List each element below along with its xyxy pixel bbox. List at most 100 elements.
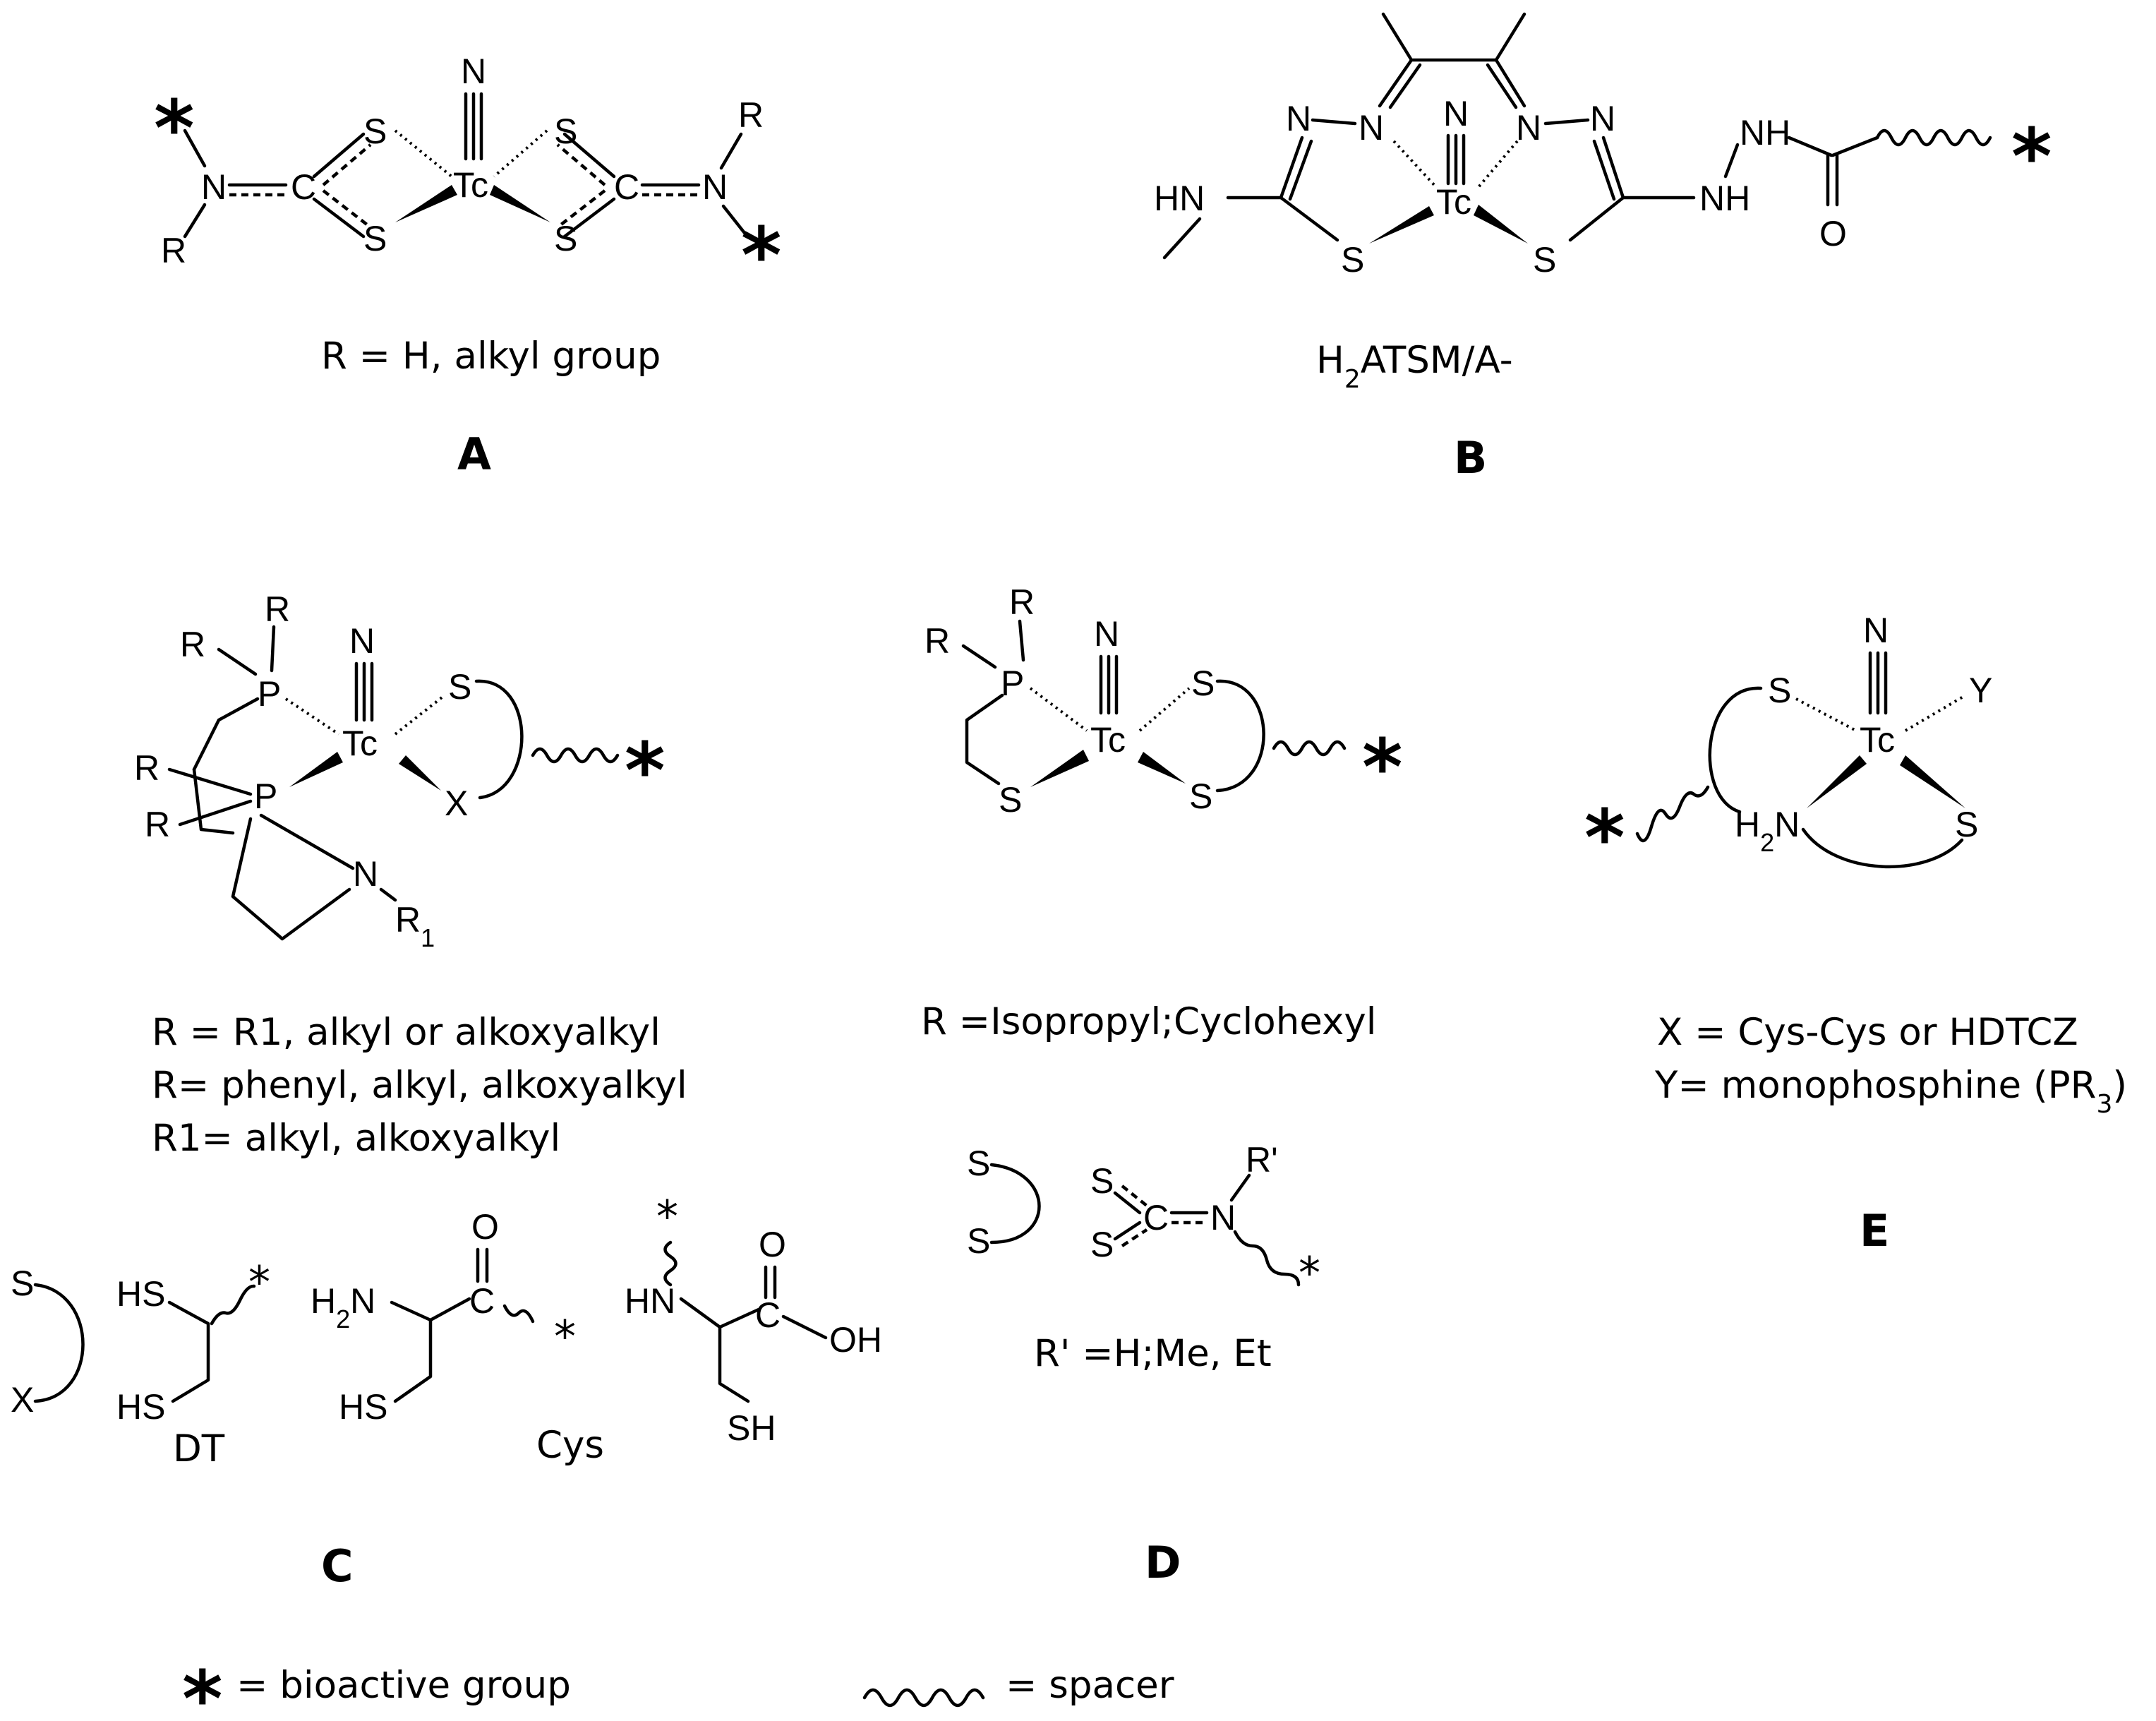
- nh-b2: NH: [1740, 113, 1790, 152]
- caption-e-line1: X = Cys-Cys or HDTCZ: [1657, 1011, 2078, 1054]
- x-atom-c-lig: X: [11, 1380, 34, 1420]
- nitrido-n-d: N: [1094, 614, 1119, 654]
- r-d2: R: [925, 621, 950, 661]
- nitrido-n-c: N: [349, 621, 375, 661]
- p-atom-d: P: [1001, 664, 1024, 703]
- s-d-lig3: S: [1090, 1161, 1114, 1201]
- label-b: B: [1454, 432, 1487, 484]
- n-atom-b2: N: [1516, 108, 1541, 148]
- legend-spacer-wave: [862, 1688, 985, 1708]
- c-atom-a2: C: [614, 167, 639, 207]
- caption-b: H2ATSM/A-: [1316, 339, 1513, 394]
- c-atom-a1: C: [291, 167, 316, 207]
- hashed-bond-a2: [493, 129, 548, 178]
- hn-left-b: HN: [1154, 179, 1205, 218]
- asterisk-d: *: [1362, 722, 1403, 812]
- bond-c-s-a1: [312, 132, 366, 179]
- asterisk-a1: *: [154, 83, 195, 174]
- panel-c: R R P N Tc S X * P R R N R1 R = R1, alky…: [11, 589, 882, 1592]
- spacer-e: [1635, 785, 1710, 843]
- label-cys: Cys: [536, 1424, 604, 1467]
- x-atom-c: X: [445, 784, 468, 823]
- label-d: D: [1145, 1537, 1181, 1588]
- nitrido-n-a: N: [461, 52, 486, 91]
- hs-cys: HS: [339, 1387, 387, 1427]
- nitrido-n-b: N: [1443, 94, 1469, 133]
- label-e: E: [1860, 1205, 1889, 1257]
- nh-b1: NH: [1699, 179, 1750, 218]
- chelate-arc-c: [474, 679, 524, 800]
- label-a: A: [457, 428, 491, 480]
- spacer-b: [1875, 128, 1992, 147]
- s-atom-d1: S: [1191, 664, 1215, 703]
- o-carbonyl-cys: O: [471, 1207, 499, 1247]
- r1-atom-c: R1: [395, 900, 435, 952]
- s-atom-e2: S: [1955, 805, 1978, 844]
- h2n-e: H2N: [1735, 805, 1800, 857]
- r-c2: R: [180, 625, 205, 664]
- caption-c-line3: R1= alkyl, alkoxyalkyl: [152, 1117, 560, 1160]
- r-c3: R: [134, 748, 159, 788]
- label-dt: DT: [173, 1427, 225, 1470]
- triple-bond-a: [464, 92, 483, 161]
- p-atom-c2: P: [254, 776, 277, 816]
- o-atom-b: O: [1819, 214, 1847, 253]
- wedge-bond-a2: [490, 185, 550, 222]
- hashed-bond-a1: [394, 129, 453, 178]
- r-c4: R: [145, 805, 170, 844]
- s-atom-c-lig: S: [11, 1264, 34, 1303]
- s-atom-a2: S: [363, 219, 387, 258]
- s-atom-e1: S: [1768, 671, 1791, 710]
- s-atom-d2: S: [1189, 776, 1212, 816]
- s-d-lig2: S: [967, 1221, 990, 1261]
- c-carbonyl-cys: C: [469, 1281, 495, 1321]
- nitrido-n-e: N: [1863, 611, 1889, 650]
- asterisk-a2: *: [741, 210, 782, 301]
- svg-text:*: *: [656, 1191, 678, 1242]
- label-c: C: [321, 1540, 354, 1592]
- n-atom-a1: N: [201, 167, 227, 207]
- asterisk-e: *: [1584, 793, 1625, 883]
- tc-atom-a: Tc: [453, 165, 488, 205]
- hs-dt-2: HS: [116, 1387, 165, 1427]
- tc-atom-c: Tc: [342, 724, 378, 763]
- spacer-c: [531, 747, 620, 764]
- legend: * = bioactive group = spacer: [182, 1654, 1174, 1721]
- n-atom-b1: N: [1359, 108, 1384, 148]
- s-atom-b2: S: [1533, 240, 1556, 280]
- s-atom-d3: S: [999, 780, 1022, 820]
- s-d-lig4: S: [1090, 1225, 1114, 1264]
- n-atom-c: N: [353, 854, 378, 894]
- n-atom-a2: N: [702, 167, 728, 207]
- hs-dt-1: HS: [116, 1274, 165, 1314]
- caption-d: R =Isopropyl;Cyclohexyl: [921, 1000, 1376, 1043]
- hn-cys2: HN: [625, 1281, 675, 1321]
- rp-d-lig: R': [1246, 1140, 1278, 1180]
- s-atom-b1: S: [1341, 240, 1364, 280]
- caption-c-line1: R = R1, alkyl or alkoxyalkyl: [152, 1011, 661, 1054]
- r-d1: R: [1009, 582, 1035, 622]
- caption-e-line2: Y= monophosphine (PR3): [1654, 1064, 2127, 1119]
- s-atom-a1: S: [363, 112, 387, 151]
- legend-asterisk: *: [182, 1654, 223, 1721]
- panel-d: R R P N Tc S S * S R =Isopropyl;Cyclohex…: [921, 582, 1403, 1588]
- o-acid: O: [759, 1225, 786, 1264]
- tc-atom-d: Tc: [1090, 720, 1126, 760]
- caption-a: R = H, alkyl group: [321, 335, 661, 378]
- h2n-cys: H2N: [311, 1281, 375, 1333]
- legend-bioactive-text: = bioactive group: [236, 1664, 571, 1707]
- sh-cys2: SH: [727, 1408, 776, 1448]
- wedge-bond-a1: [395, 185, 457, 222]
- backbone-b: [1381, 12, 1526, 62]
- panel-a: Tc N S S S S C N R * C N: [154, 52, 782, 480]
- n-atom-b3: N: [1286, 99, 1311, 138]
- s-atom-c: S: [448, 667, 471, 707]
- panel-e: N Tc S Y H2N S * X = Cys-Cys or HDTCZ Y=…: [1584, 611, 2127, 1257]
- svg-text:*: *: [248, 1257, 270, 1308]
- panel-b: N N N N Tc N S S HN NH NH O *: [1154, 12, 2052, 484]
- asterisk-b: *: [2011, 112, 2052, 202]
- legend-spacer-text: = spacer: [1006, 1664, 1174, 1707]
- r-group-a2: R: [738, 95, 764, 135]
- n-atom-b4: N: [1590, 99, 1615, 138]
